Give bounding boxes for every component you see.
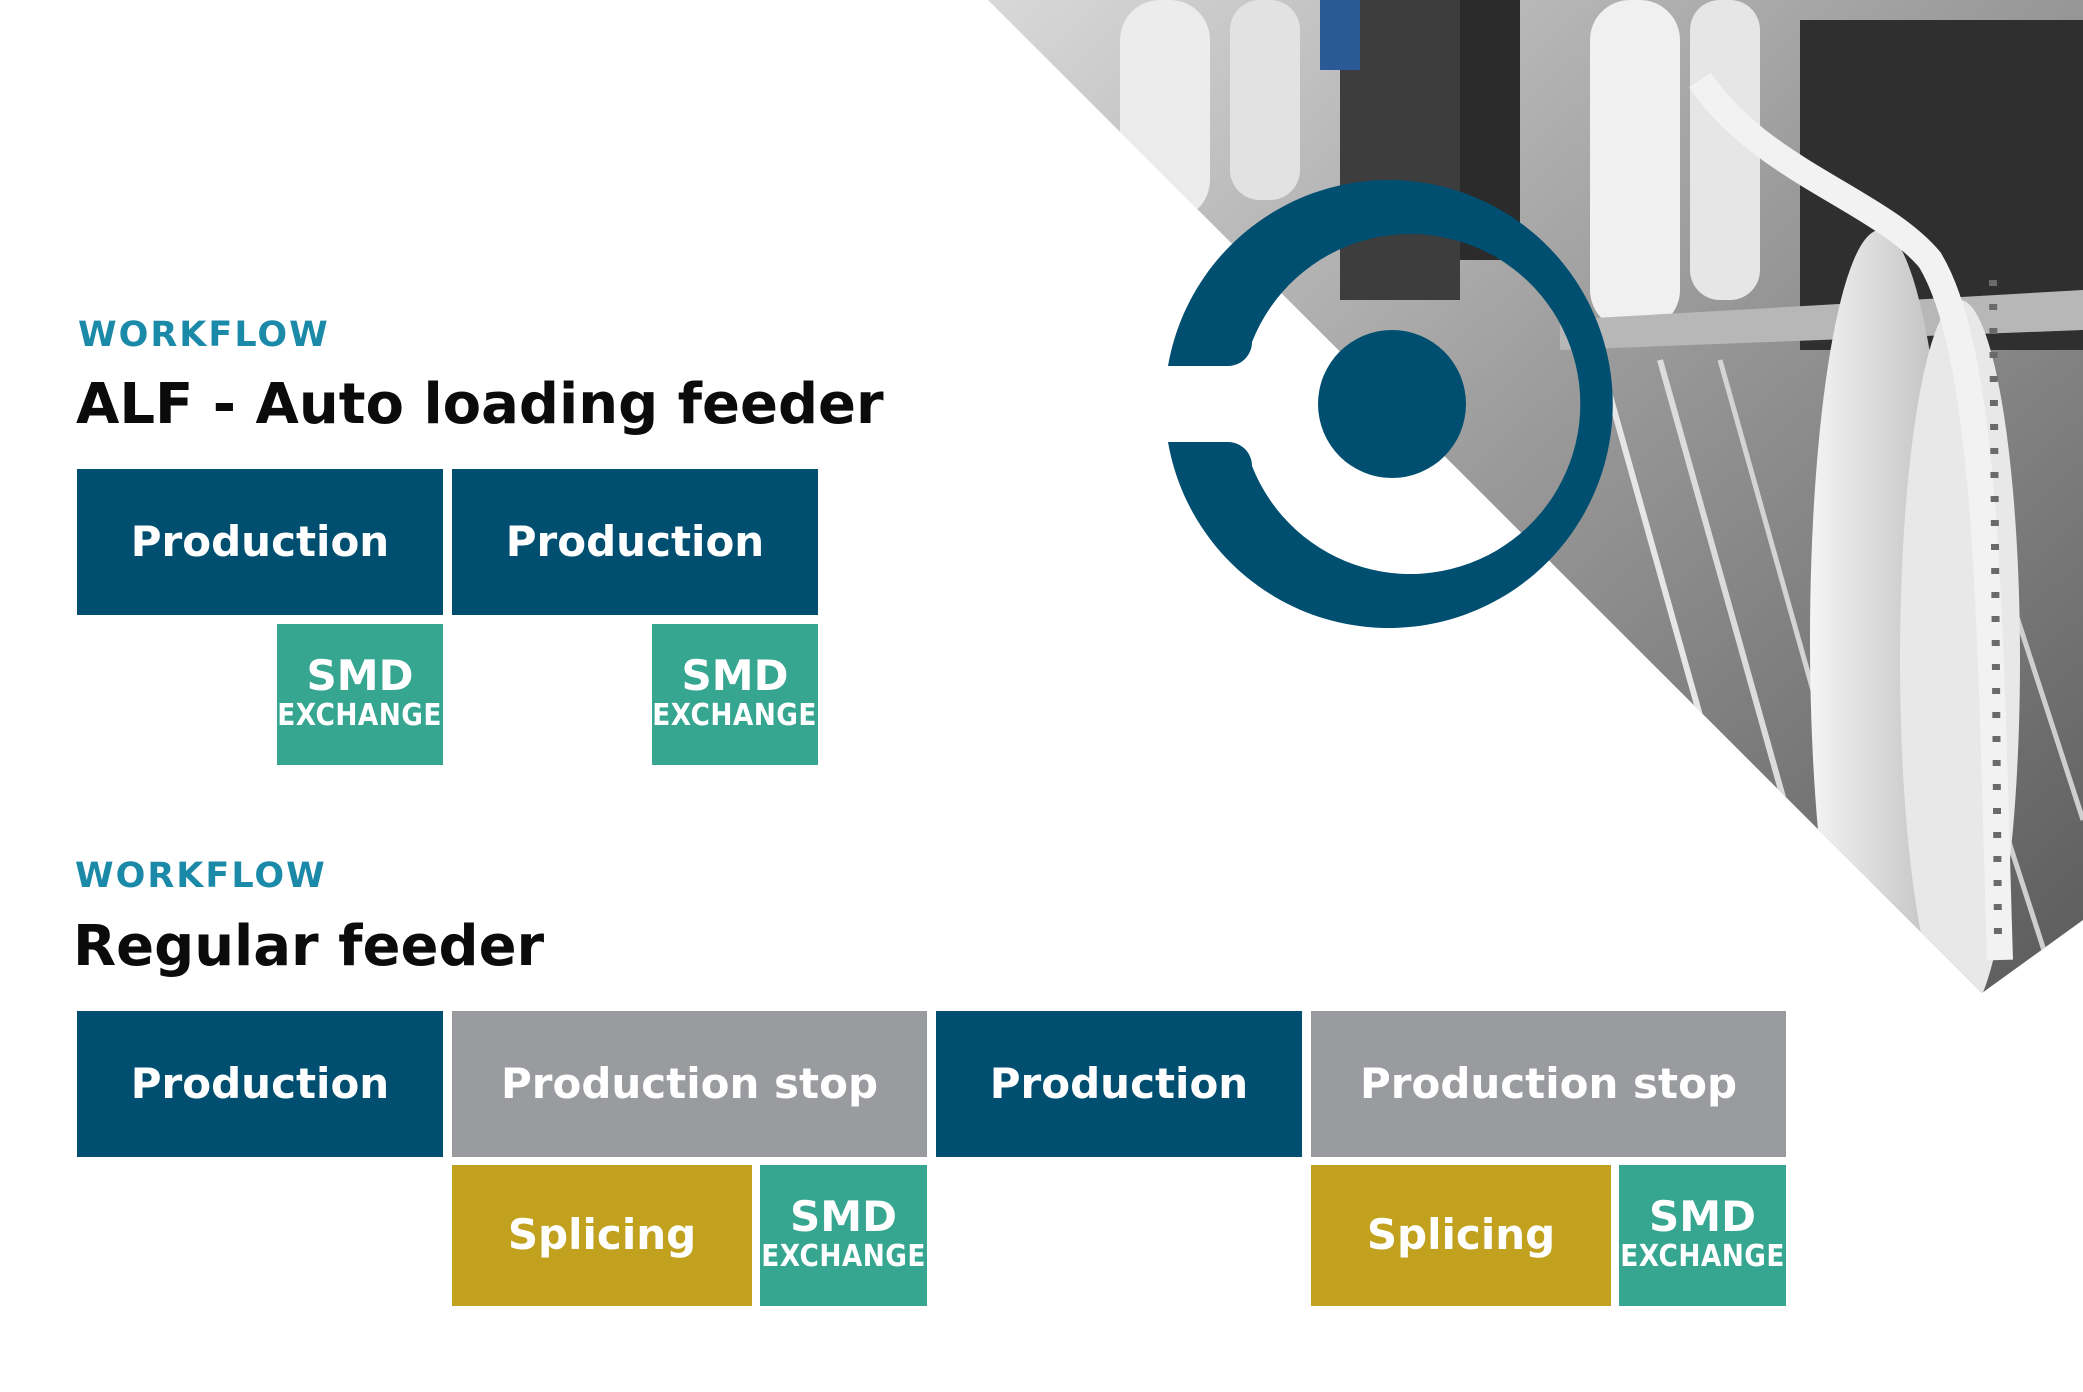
regular-smd-label-2: SMD: [1649, 1191, 1756, 1241]
regular-splicing-label-1: Splicing: [507, 1210, 697, 1260]
regular-smd-label-1: SMD: [790, 1191, 897, 1241]
regular-exchange-label-2: EXCHANGE: [1620, 1238, 1785, 1274]
regular-production-stop-block-1: Production stop: [452, 1011, 927, 1157]
regular-splicing-block-2: Splicing: [1311, 1165, 1611, 1306]
alf-smd-label-2: SMD: [681, 650, 789, 700]
regular-production-block-2: Production: [936, 1011, 1302, 1157]
regular-stop-label-2: Production stop: [1359, 1058, 1738, 1108]
alf-smd-label-1: SMD: [306, 650, 414, 700]
regular-smd-exchange-block-2: SMD EXCHANGE: [1619, 1165, 1786, 1306]
regular-smd-exchange-block-1: SMD EXCHANGE: [760, 1165, 927, 1306]
regular-production-label-2: Production: [989, 1058, 1249, 1108]
regular-workflow-eyebrow: WORKFLOW: [75, 856, 327, 896]
alf-production-block-2: Production: [452, 469, 818, 615]
alf-production-label-1: Production: [130, 516, 390, 566]
alf-exchange-label-1: EXCHANGE: [277, 697, 443, 733]
regular-stop-label-1: Production stop: [500, 1058, 879, 1108]
regular-exchange-label-1: EXCHANGE: [761, 1238, 926, 1274]
regular-production-label-1: Production: [130, 1058, 390, 1108]
regular-splicing-block-1: Splicing: [452, 1165, 752, 1306]
ring-logo-icon: [1168, 180, 1613, 628]
regular-production-stop-block-2: Production stop: [1311, 1011, 1786, 1157]
alf-workflow-title: ALF - Auto loading feeder: [76, 372, 884, 437]
alf-production-block-1: Production: [77, 469, 443, 615]
regular-production-block-1: Production: [77, 1011, 443, 1157]
alf-smd-exchange-block-1: SMD EXCHANGE: [277, 624, 443, 765]
alf-exchange-label-2: EXCHANGE: [652, 697, 818, 733]
regular-workflow-title: Regular feeder: [73, 914, 545, 979]
regular-splicing-label-2: Splicing: [1366, 1210, 1556, 1260]
alf-smd-exchange-block-2: SMD EXCHANGE: [652, 624, 818, 765]
alf-production-label-2: Production: [505, 516, 765, 566]
alf-workflow-eyebrow: WORKFLOW: [78, 315, 330, 355]
